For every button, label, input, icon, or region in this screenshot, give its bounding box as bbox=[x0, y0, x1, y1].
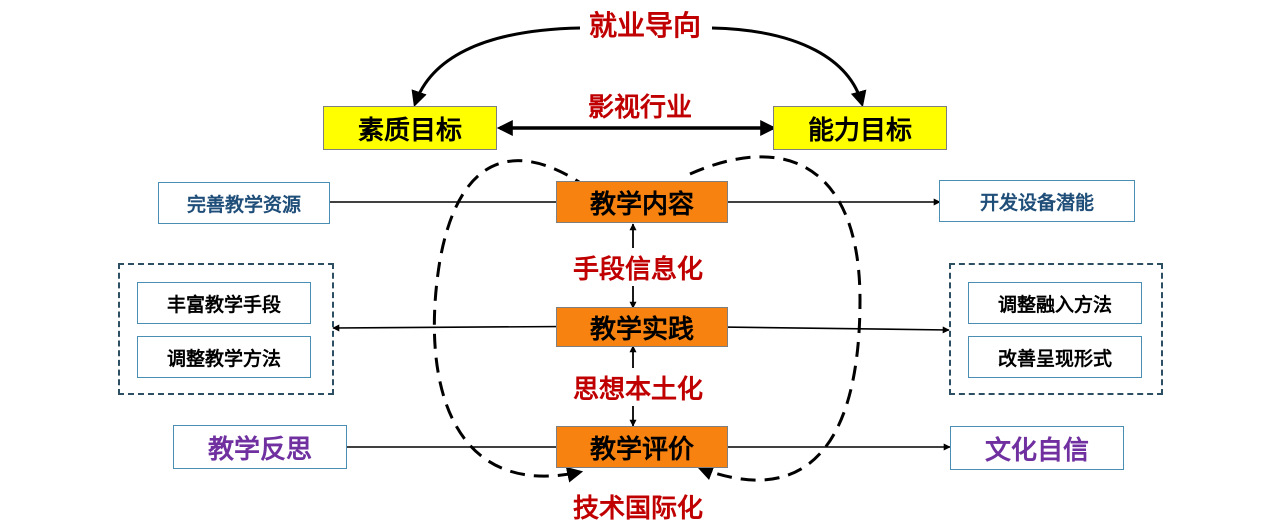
quality-goal-box: 素质目标 bbox=[323, 106, 497, 150]
cycle-left-dashed bbox=[432, 159, 589, 483]
teaching-practice-box: 教学实践 bbox=[556, 307, 728, 347]
thought-label: 思想本土化 bbox=[548, 368, 728, 406]
improve-resources-box: 完善教学资源 bbox=[158, 182, 330, 224]
adjust-integration-box: 调整融入方法 bbox=[968, 282, 1142, 324]
film-industry-label: 影视行业 bbox=[587, 92, 692, 123]
employment-orientation-label: 就业导向 bbox=[588, 9, 701, 42]
cultural-confidence-box: 文化自信 bbox=[950, 426, 1124, 470]
cycle-right-dashed bbox=[689, 155, 862, 482]
right-method-group: 调整融入方法 改善呈现形式 bbox=[949, 263, 1163, 395]
arc-to-quality bbox=[411, 26, 581, 108]
teaching-content-box: 教学内容 bbox=[556, 181, 728, 223]
improve-presentation-box: 改善呈现形式 bbox=[968, 336, 1142, 378]
ability-goal-box: 能力目标 bbox=[773, 106, 947, 150]
means-label: 手段信息化 bbox=[548, 248, 728, 286]
technology-label: 技术国际化 bbox=[572, 493, 703, 524]
adjust-methods-box: 调整教学方法 bbox=[137, 336, 311, 378]
teaching-reflection-box: 教学反思 bbox=[173, 425, 347, 469]
left-method-group: 丰富教学手段 调整教学方法 bbox=[118, 263, 334, 395]
arc-to-ability bbox=[711, 26, 867, 108]
develop-equipment-box: 开发设备潜能 bbox=[939, 180, 1135, 222]
enrich-means-box: 丰富教学手段 bbox=[137, 282, 311, 324]
teaching-evaluation-box: 教学评价 bbox=[556, 426, 728, 468]
